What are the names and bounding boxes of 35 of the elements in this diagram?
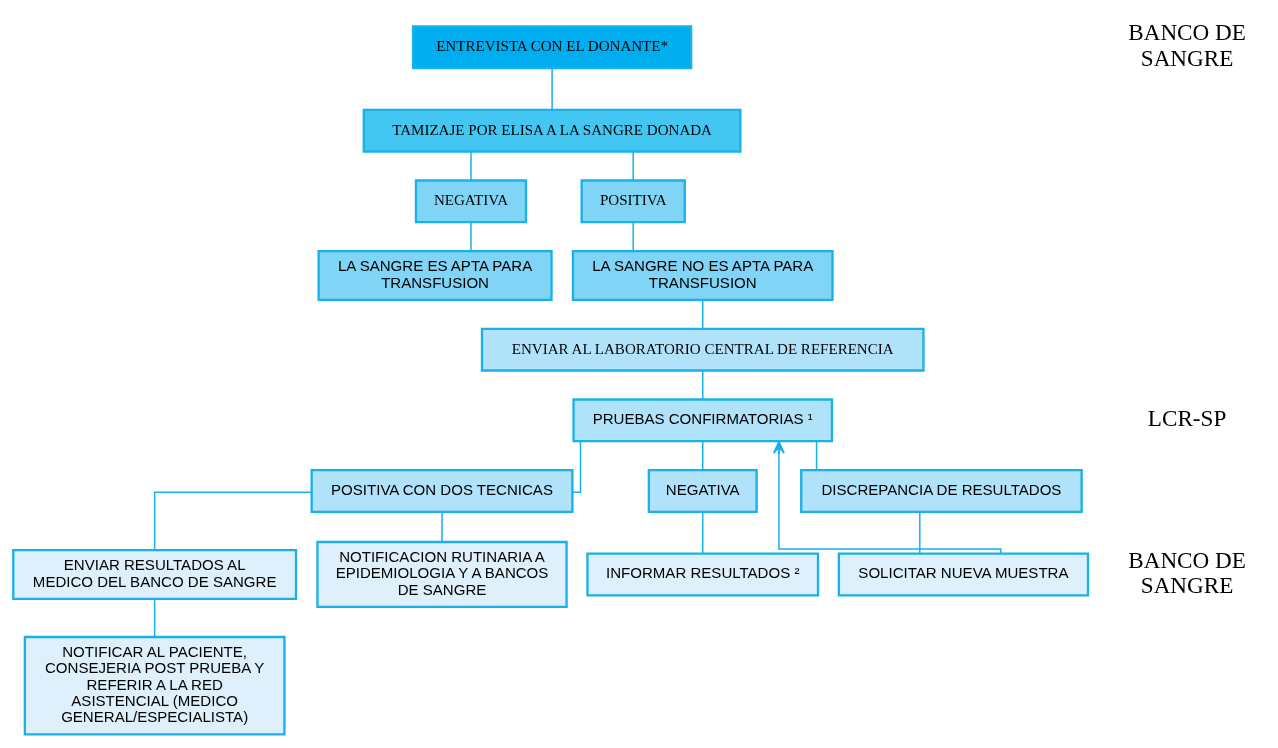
connector (441, 511, 443, 543)
node-box: ENVIAR RESULTADOS AL MEDICO DEL BANCO DE SANGRE (12, 548, 298, 600)
connector (153, 491, 313, 551)
label: LCR-SP (1147, 405, 1227, 432)
node-box: ENTREVISTA CON EL DONANTE* (411, 25, 693, 70)
connector (701, 299, 704, 330)
connector (470, 221, 472, 252)
node-box: POSITIVA CON DOS TECNICAS (310, 469, 574, 514)
arrow (772, 440, 1002, 555)
connector (632, 151, 634, 181)
node-box: POSITIVA (580, 179, 686, 224)
node-box: INFORMAR RESULTADOS ² (586, 552, 820, 597)
connector (551, 67, 553, 111)
label: BANCO DE SANGRE (1128, 546, 1246, 598)
node-box: LA SANGRE ES APTA PARA TRANSFUSION (317, 250, 553, 301)
node-box: ENVIAR AL LABORATORIO CENTRAL DE REFERENCIA (480, 327, 925, 372)
connector (701, 440, 704, 471)
node-box: NEGATIVA (647, 469, 758, 514)
node-box: NOTIFICAR AL PACIENTE, CONSEJERIA POST PRUEBA Y REFERIR A LA RED ASISTENCIAL (MEDICO GENERAL/ESPECIALISTA) (23, 635, 286, 736)
connector (815, 440, 818, 471)
connector (701, 511, 704, 554)
connector (701, 370, 704, 400)
label: BANCO DE SANGRE (1128, 19, 1246, 71)
node-box: SOLICITAR NUEVA MUESTRA (837, 552, 1090, 597)
connector (632, 221, 634, 252)
node-box: NEGATIVA (414, 179, 528, 224)
node-box: TAMIZAJE POR ELISA A LA SANGRE DONADA (362, 108, 742, 153)
connector (571, 440, 582, 493)
node-box: DISCREPANCIA DE RESULTADOS (800, 469, 1083, 514)
node-box: LA SANGRE NO ES APTA PARA TRANSFUSION (571, 250, 834, 301)
connector (470, 151, 472, 181)
connector (919, 511, 921, 554)
node-box: NOTIFICACION RUTINARIA A EPIDEMIOLOGIA Y A BANCOS DE SANGRE (316, 540, 568, 609)
connector (153, 598, 156, 638)
node-box: PRUEBAS CONFIRMATORIAS ¹ (572, 398, 834, 443)
